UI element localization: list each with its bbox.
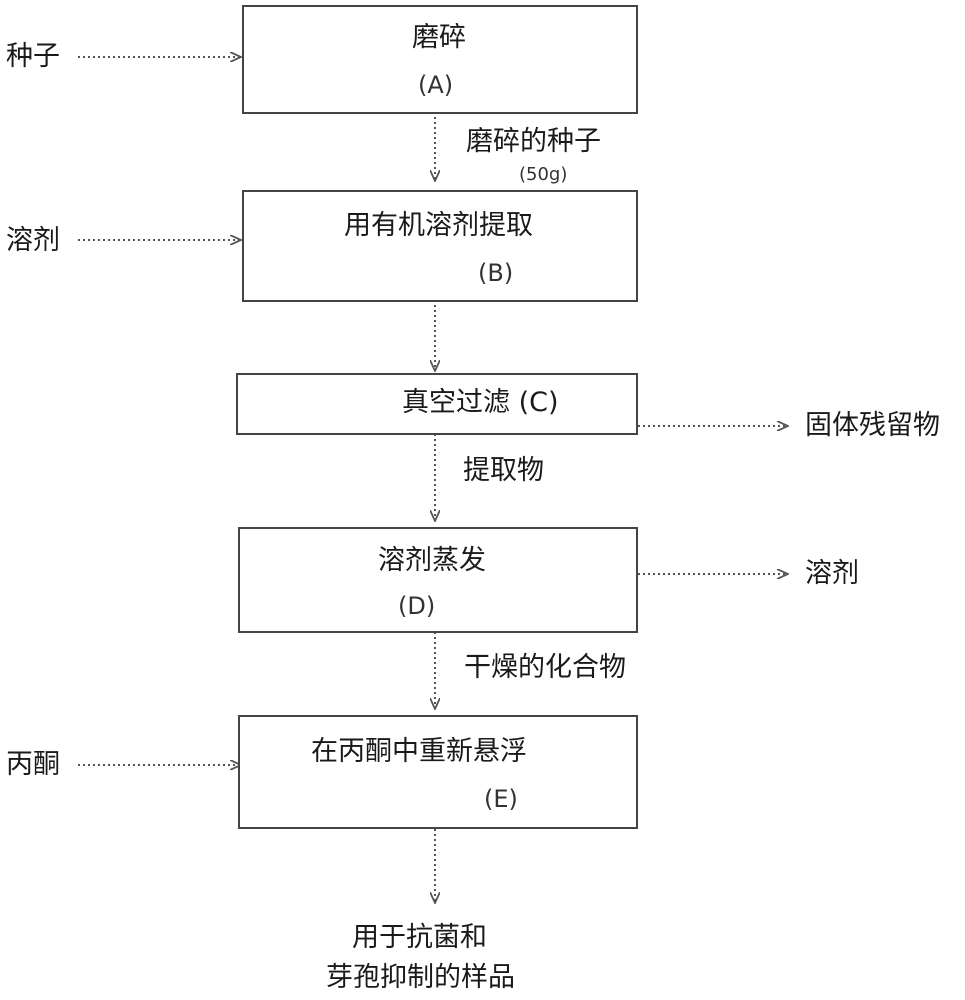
input-acetone-label: 丙酮 [6, 749, 60, 780]
step-filtration-title: 真空过滤 (C) [402, 387, 559, 418]
input-solvent-label: 溶剂 [6, 225, 60, 256]
step-evaporation-title: 溶剂蒸发 [378, 545, 486, 576]
step-evaporation-code: (D) [398, 592, 436, 620]
flow-label-ground-seed: 磨碎的种子 [466, 126, 601, 157]
step-filtration-box [236, 373, 638, 435]
flow-label-extract: 提取物 [463, 455, 544, 486]
step-extract-title: 用有机溶剂提取 [344, 210, 533, 241]
final-product-line1: 用于抗菌和 [352, 922, 487, 953]
step-extract-box [242, 190, 638, 302]
step-grind-code: (A) [418, 71, 454, 99]
output-solid-residue-label: 固体残留物 [805, 410, 940, 441]
step-resuspend-box [238, 715, 638, 829]
step-resuspend-title: 在丙酮中重新悬浮 [311, 736, 527, 767]
input-seed-label: 种子 [6, 41, 60, 72]
final-product-line2: 芽孢抑制的样品 [326, 962, 515, 993]
step-resuspend-code: (E) [484, 785, 518, 813]
step-evaporation-box [238, 527, 638, 633]
step-grind-title: 磨碎 [412, 22, 466, 53]
flow-label-ground-seed-amount: (50g) [519, 164, 568, 185]
output-solvent-label: 溶剂 [805, 558, 859, 589]
step-grind-box [242, 5, 638, 114]
step-extract-code: (B) [478, 259, 514, 287]
flow-label-dried-compound: 干燥的化合物 [464, 652, 626, 683]
